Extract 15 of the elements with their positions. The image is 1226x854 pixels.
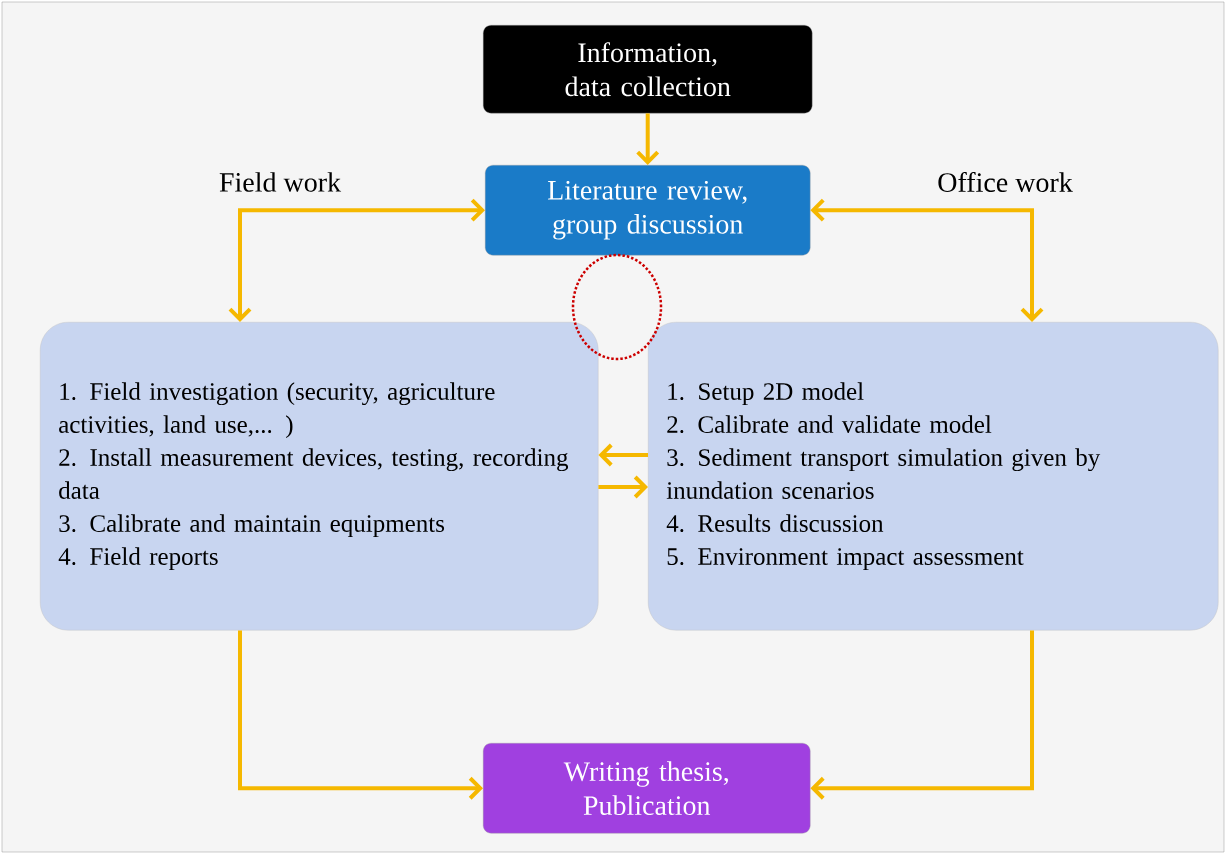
- dotted-circle: [571, 253, 663, 361]
- arrow: [228, 198, 485, 322]
- arrow: [810, 630, 1034, 800]
- edge-label: Office work: [935, 170, 1075, 194]
- arrow: [810, 198, 1044, 322]
- edge-label: Field work: [216, 170, 344, 194]
- process-box: Writing thesis, Publication: [483, 743, 811, 834]
- arrow: [238, 630, 483, 800]
- arrow: [598, 443, 648, 467]
- arrow: [598, 475, 648, 499]
- title-box: Information, data collection: [483, 25, 813, 114]
- list-box: 1. Field investigation (security, agriculture activities, land use,... ) 2. Install measurement devices, testing, recording data 3. Calibrate and maintain equipments 4. Field reports: [40, 322, 599, 631]
- arrow: [636, 113, 660, 165]
- process-box: Literature review, group discussion: [485, 165, 811, 256]
- list-box: 1. Setup 2D model 2. Calibrate and validate model 3. Sediment transport simulation given by inundation scenarios 4. Results discussion 5. Environment impact assessment: [648, 322, 1219, 631]
